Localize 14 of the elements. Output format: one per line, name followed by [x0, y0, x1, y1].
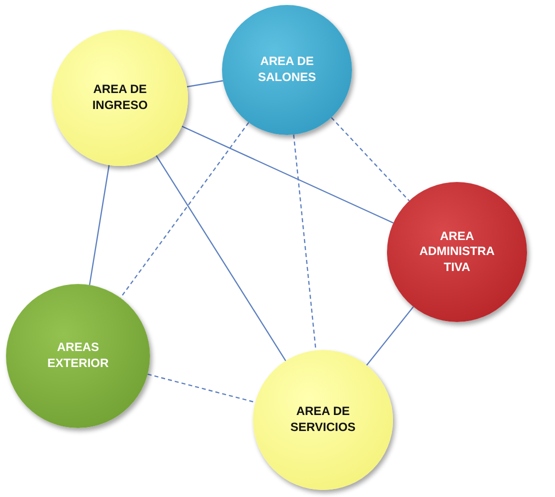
connector: [366, 306, 414, 366]
connector: [186, 80, 223, 88]
dashed-connector: [148, 374, 256, 403]
area-label: AREAS EXTERIOR: [46, 340, 110, 372]
area-label: AREA DE SALONES: [256, 54, 317, 86]
dashed-connector: [330, 117, 410, 202]
connector: [88, 165, 110, 286]
connector: [156, 155, 286, 362]
dashed-connector: [120, 122, 250, 298]
area-label: AREA ADMINISTRA TIVA: [418, 228, 496, 276]
area-label: AREA DE SERVICIOS: [289, 404, 357, 436]
connector: [182, 126, 394, 224]
dashed-connector: [293, 134, 316, 350]
area-label: AREA DE INGRESO: [91, 82, 149, 114]
